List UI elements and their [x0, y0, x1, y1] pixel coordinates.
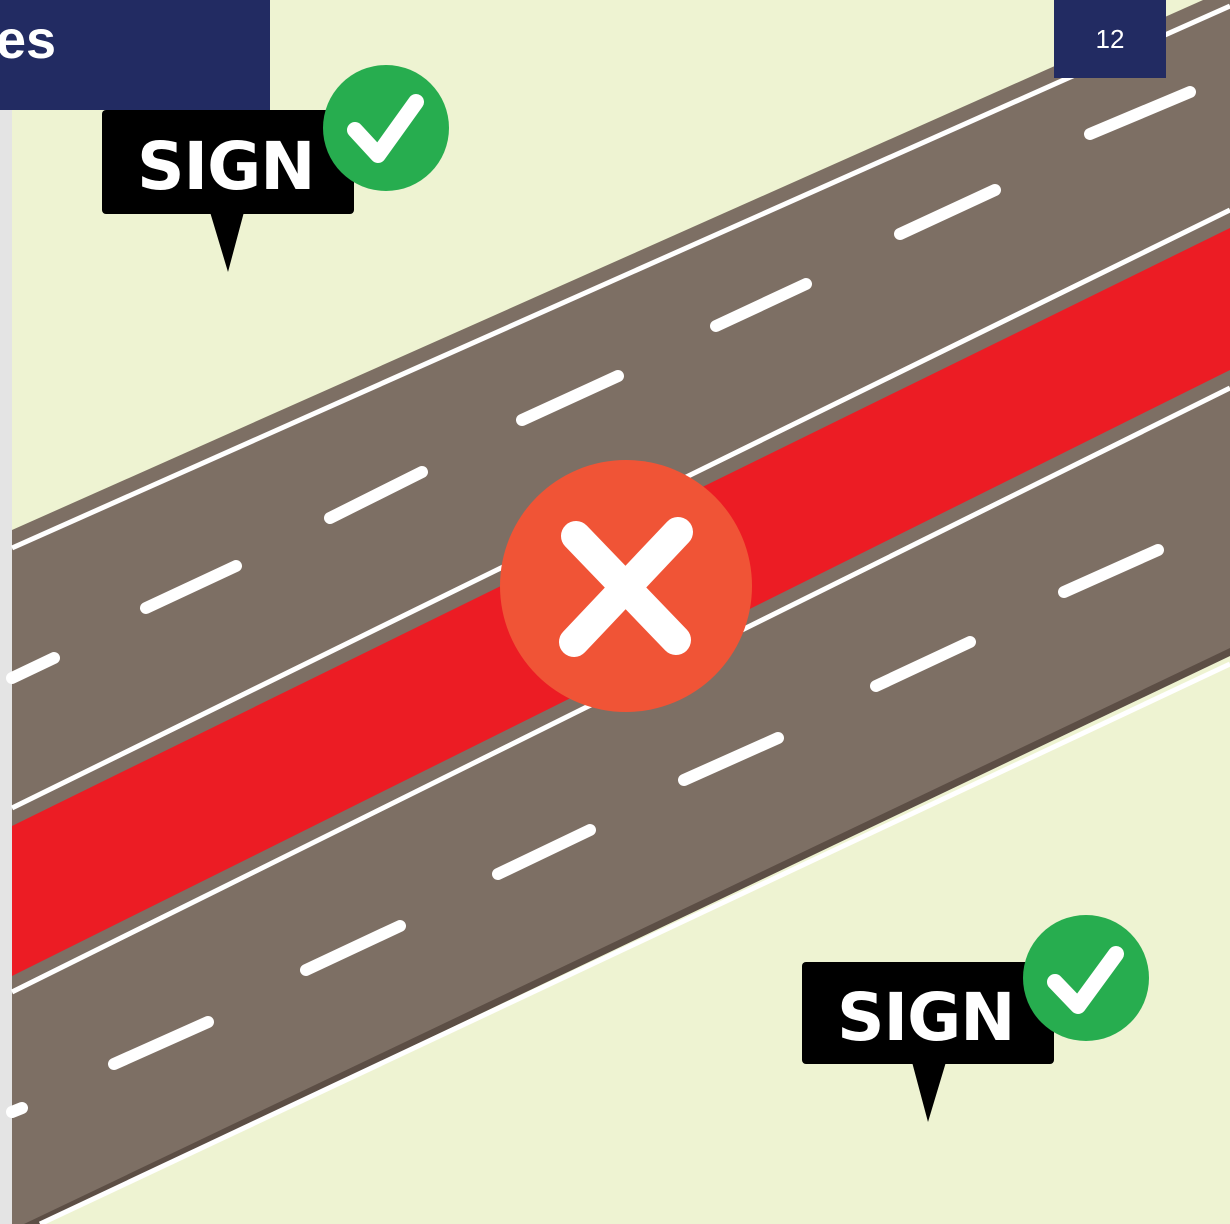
sign-label: SIGN — [837, 979, 1015, 1056]
slide-title: es — [0, 0, 270, 110]
not-allowed-marker — [500, 460, 752, 712]
page-number-box: 12 — [1054, 0, 1166, 78]
slide-edge — [0, 110, 12, 1224]
check-badge — [1023, 915, 1149, 1041]
check-badge — [323, 65, 449, 191]
slide-title-text: es — [0, 4, 270, 76]
sign-label: SIGN — [137, 128, 315, 205]
page-number: 12 — [1096, 24, 1125, 55]
